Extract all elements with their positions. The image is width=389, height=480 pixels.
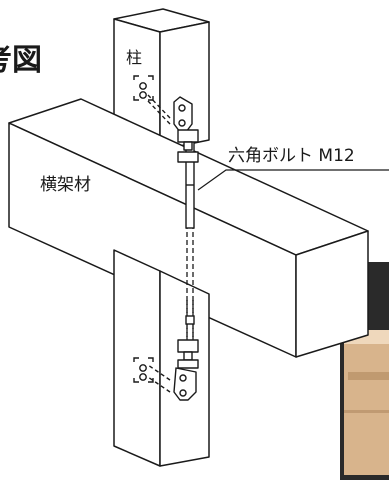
bolt-rod-lower [185, 300, 195, 340]
beam-label: 横架材 [40, 175, 91, 195]
lower-bolt-heads [133, 357, 154, 383]
column-label: 柱 [126, 48, 142, 67]
diagram-title: 考図 [0, 43, 42, 78]
upper-bracket [147, 94, 199, 163]
upper-bolt-heads [133, 75, 154, 101]
bolt-label: 六角ボルト M12 [228, 146, 355, 166]
lower-bracket [147, 339, 199, 401]
bolt-leader-line [197, 169, 389, 191]
